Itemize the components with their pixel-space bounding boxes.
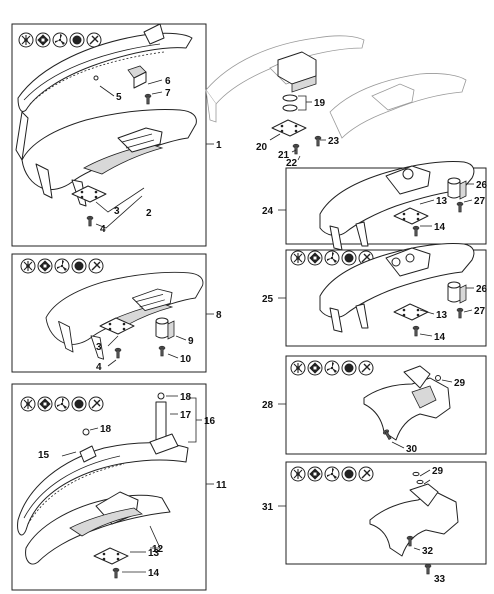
callout-9: 9 bbox=[188, 336, 194, 347]
callout-2: 2 bbox=[146, 208, 152, 219]
assembly-box-28 bbox=[285, 355, 487, 455]
callout-3-box8: 3 bbox=[96, 342, 102, 353]
assembly-box-31 bbox=[285, 461, 487, 565]
assembly-box-11 bbox=[11, 383, 207, 591]
plate-20 bbox=[271, 119, 307, 137]
callout-32: 32 bbox=[422, 546, 434, 557]
callout-26-box25: 26 bbox=[476, 284, 488, 295]
callout-27: 27 bbox=[474, 196, 486, 207]
callout-29-box31: 29 bbox=[432, 466, 444, 477]
callout-18: 18 bbox=[180, 392, 192, 403]
callout-26: 26 bbox=[476, 180, 488, 191]
callout-14: 14 bbox=[148, 568, 160, 579]
screw-10 bbox=[158, 345, 166, 357]
guard-shield-5 bbox=[15, 23, 193, 161]
callout-31: 31 bbox=[262, 502, 274, 513]
callout-11: 11 bbox=[216, 480, 227, 491]
callout-13-box25: 13 bbox=[436, 310, 448, 321]
callout-6: 6 bbox=[165, 76, 171, 87]
callout-25: 25 bbox=[262, 294, 274, 305]
callout-29: 29 bbox=[454, 378, 466, 389]
tool-icons-row-1 bbox=[19, 33, 101, 47]
callout-27-box25: 27 bbox=[474, 306, 486, 317]
callout-1: 1 bbox=[216, 140, 222, 151]
screw-29 bbox=[435, 375, 441, 381]
screw-27 bbox=[456, 201, 464, 213]
deflector-31 bbox=[369, 483, 459, 557]
callout-22: 22 bbox=[286, 158, 298, 169]
callout-19: 19 bbox=[314, 98, 326, 109]
screw-4b bbox=[114, 347, 122, 359]
support-bracket-16 bbox=[149, 392, 179, 455]
tool-icons-row-25 bbox=[291, 251, 373, 265]
callout-21: 21 bbox=[278, 150, 290, 161]
deflector-24 bbox=[319, 161, 475, 251]
mount-block bbox=[277, 51, 317, 93]
plate-13c bbox=[393, 303, 429, 321]
callout-30: 30 bbox=[406, 444, 418, 455]
clip-6 bbox=[127, 65, 147, 89]
screw-14 bbox=[112, 567, 120, 579]
callout-14-box24: 14 bbox=[434, 222, 446, 233]
sleeve-9 bbox=[155, 317, 175, 340]
callout-12: 12 bbox=[152, 544, 164, 555]
callout-5: 5 bbox=[116, 92, 122, 103]
deflector-25 bbox=[319, 243, 475, 333]
deflector-1 bbox=[21, 108, 197, 207]
plate-13b bbox=[393, 207, 429, 225]
washer-19 bbox=[282, 94, 298, 102]
callout-33: 33 bbox=[434, 574, 446, 585]
callout-20: 20 bbox=[256, 142, 268, 153]
tool-icons-row-11 bbox=[21, 397, 103, 411]
screw-23 bbox=[314, 135, 322, 147]
callout-24: 24 bbox=[262, 206, 274, 217]
screw-14c bbox=[412, 325, 420, 337]
screw-14b bbox=[412, 225, 420, 237]
sleeve-26b bbox=[447, 281, 467, 304]
tool-icons-row-28 bbox=[291, 361, 373, 375]
plate-13 bbox=[93, 547, 129, 565]
tool-icons-row-31 bbox=[291, 467, 373, 481]
assembly-box-24 bbox=[285, 167, 487, 245]
assembly-box-1 bbox=[11, 23, 207, 247]
screw-21 bbox=[292, 143, 300, 155]
callout-3: 3 bbox=[114, 206, 120, 217]
callout-23: 23 bbox=[328, 136, 340, 147]
callout-17: 17 bbox=[180, 410, 192, 421]
washer-29b bbox=[412, 471, 420, 477]
guard-shield-15 bbox=[17, 442, 189, 536]
ghost-deflector-lower bbox=[329, 73, 467, 139]
washer-19b bbox=[282, 104, 298, 112]
deflector-11 bbox=[25, 491, 171, 565]
assembly-box-8 bbox=[11, 253, 207, 373]
screw-33 bbox=[424, 563, 432, 575]
callout-10: 10 bbox=[180, 354, 192, 365]
screw-7 bbox=[144, 93, 152, 105]
callout-4: 4 bbox=[100, 224, 106, 235]
screw-27b bbox=[456, 307, 464, 319]
callout-8: 8 bbox=[216, 310, 222, 321]
callout-13: 13 bbox=[148, 548, 160, 559]
callout-28: 28 bbox=[262, 400, 274, 411]
callout-14-box25: 14 bbox=[434, 332, 446, 343]
washer-29c bbox=[416, 479, 424, 485]
callout-16: 16 bbox=[204, 416, 216, 427]
screw-4 bbox=[86, 215, 94, 227]
callout-13-box24: 13 bbox=[436, 196, 448, 207]
deflector-8 bbox=[45, 271, 204, 360]
callout-15: 15 bbox=[38, 450, 50, 461]
tool-icons-row-8 bbox=[21, 259, 103, 273]
callout-18-b: 18 bbox=[100, 424, 112, 435]
screw-18b bbox=[82, 428, 90, 436]
callout-7: 7 bbox=[165, 88, 171, 99]
callout-4-box8: 4 bbox=[96, 362, 102, 373]
deflector-28 bbox=[363, 365, 451, 441]
